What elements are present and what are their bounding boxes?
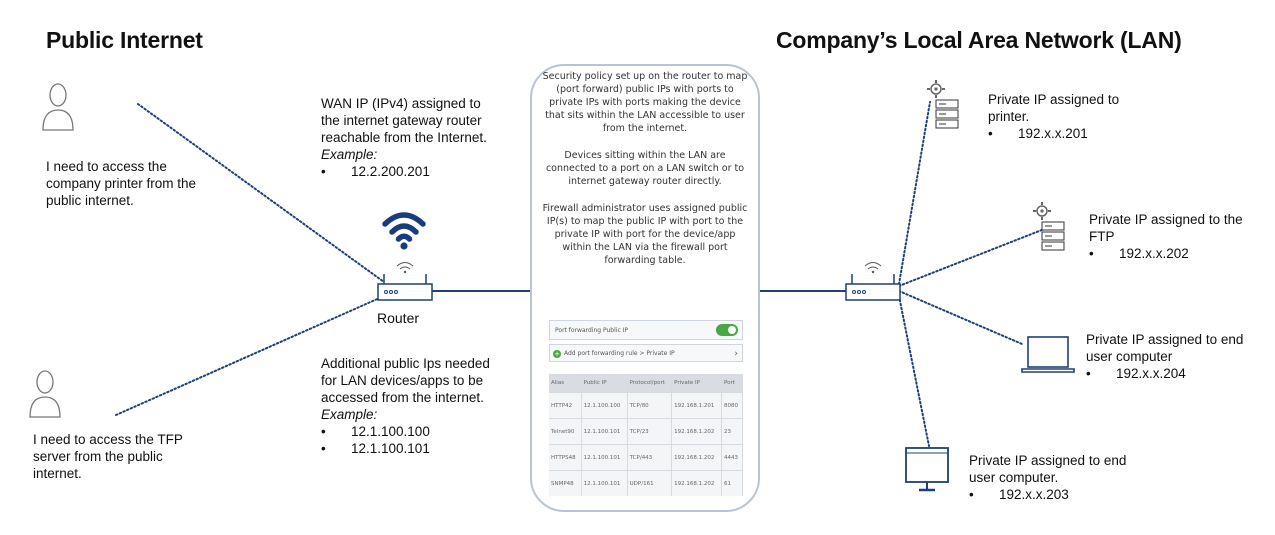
firewall-description: Security policy set up on the router to … [542,71,748,266]
user-icon [40,82,76,137]
user2-text: I need to access the TFP server from the… [33,432,183,481]
firewall-phone-panel: Security policy set up on the router to … [530,64,760,512]
user2-connection [115,295,385,416]
router-icon [376,256,434,309]
printer-server-icon [926,80,962,135]
user1-text: I need to access the company printer fro… [46,159,197,208]
ftp-info: Private IP assigned to the FTP •192.x.x.… [1089,212,1243,261]
desktop-connection [898,295,930,447]
laptop-connection [898,290,1023,345]
printer-connection [898,101,931,285]
laptop-icon [1020,334,1076,381]
wifi-icon [382,208,426,257]
desktop-info: Private IP assigned to end user computer… [969,453,1127,502]
user1-connection [137,103,385,283]
port-forwarding-toggle-row[interactable]: Port forwarding Public IP [549,320,743,340]
lan-switch-icon [844,256,902,309]
add-port-forwarding-row[interactable]: +Add port forwarding rule > Private IP › [549,344,743,362]
ftp-server-icon [1032,202,1068,257]
chevron-right-icon: › [734,349,738,359]
user-icon [27,369,63,424]
printer-info: Private IP assigned to printer. •192.x.x… [988,92,1120,141]
table-header: Alias Public IP Protocol/port Private IP… [549,374,743,393]
desktop-monitor-icon [904,446,950,499]
router-label: Router [377,310,420,326]
ftp-connection [898,225,1053,287]
additional-ips-text: Additional public Ips needed for LAN dev… [321,356,490,456]
wan-ip-text: WAN IP (IPv4) assigned to the internet g… [321,96,487,179]
lan-title: Company’s Local Area Network (LAN) [776,27,1182,53]
public-internet-title: Public Internet [46,27,203,53]
add-icon: + [553,349,561,358]
laptop-info: Private IP assigned to end user computer… [1086,332,1244,381]
toggle-switch[interactable] [716,324,738,336]
port-forwarding-table: Alias Public IP Protocol/port Private IP… [549,374,743,496]
